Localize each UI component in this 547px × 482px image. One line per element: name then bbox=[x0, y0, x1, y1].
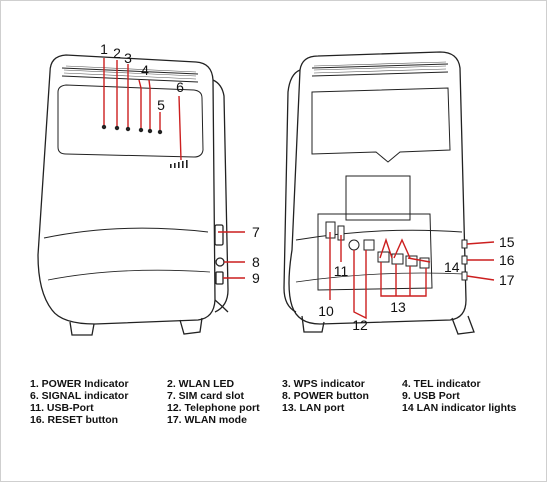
callout-3: 3 bbox=[124, 50, 132, 66]
callout-16: 16 bbox=[499, 252, 515, 268]
legend-item: 11. USB-Port bbox=[30, 402, 94, 414]
legend-item: 14 LAN indicator lights bbox=[402, 402, 517, 414]
signal-bar-icon bbox=[170, 164, 172, 168]
legend-item: 8. POWER button bbox=[282, 390, 369, 402]
callout-5: 5 bbox=[157, 97, 165, 113]
wps-indicator-icon bbox=[125, 126, 131, 132]
legend-item: 17. WLAN mode bbox=[167, 414, 247, 426]
legend-row: 1. POWER Indicator 2. WLAN LED 3. WPS in… bbox=[30, 378, 530, 390]
callout-8: 8 bbox=[252, 254, 260, 270]
callout-4: 4 bbox=[141, 62, 149, 78]
reset-button-icon bbox=[461, 239, 468, 249]
legend-row: 6. SIGNAL indicator 7. SIM card slot 8. … bbox=[30, 390, 530, 402]
legend-item: 7. SIM card slot bbox=[167, 390, 245, 402]
tel-indicator-icon bbox=[147, 128, 153, 134]
callout-9: 9 bbox=[252, 270, 260, 286]
signal-bar-icon bbox=[178, 162, 180, 168]
parts-legend: 1. POWER Indicator 2. WLAN LED 3. WPS in… bbox=[30, 378, 530, 426]
legend-item: 4. TEL indicator bbox=[402, 378, 481, 390]
signal-bar-icon bbox=[174, 163, 176, 168]
tel-indicator-icon bbox=[138, 127, 144, 133]
router-front-view bbox=[37, 54, 229, 336]
legend-item: 1. POWER Indicator bbox=[30, 378, 129, 390]
callout-17: 17 bbox=[499, 272, 515, 288]
front-indicator-icons bbox=[101, 124, 188, 168]
back-vent-lines bbox=[313, 61, 447, 74]
lan-indicator-icon bbox=[157, 129, 163, 135]
legend-item: 16. RESET button bbox=[30, 414, 119, 426]
legend-item: 12. Telephone port bbox=[167, 402, 260, 414]
callout-13: 13 bbox=[390, 299, 406, 315]
legend-row: 16. RESET button 17. WLAN mode bbox=[30, 414, 530, 426]
front-vent-lines bbox=[63, 65, 197, 80]
signal-bar-icon bbox=[182, 161, 184, 168]
callout-12: 12 bbox=[352, 317, 368, 333]
callout-numbers: 1 2 3 4 5 6 7 8 9 10 11 12 13 14 15 16 1… bbox=[100, 41, 515, 333]
legend-item: 6. SIGNAL indicator bbox=[30, 390, 129, 402]
lan-port-icon bbox=[377, 251, 390, 263]
signal-bar-icon bbox=[186, 160, 188, 168]
usb-side-port-icon bbox=[461, 255, 468, 265]
lan-port-icon bbox=[405, 255, 418, 267]
legend-item: 3. WPS indicator bbox=[282, 378, 365, 390]
callout-lines bbox=[103, 58, 495, 320]
power-button-icon bbox=[348, 239, 360, 251]
callout-2: 2 bbox=[113, 45, 121, 61]
wlan-mode-button-icon bbox=[461, 271, 468, 281]
callout-6: 6 bbox=[176, 79, 184, 95]
callout-15: 15 bbox=[499, 234, 515, 250]
callout-7: 7 bbox=[252, 224, 260, 240]
callout-11: 11 bbox=[334, 263, 349, 279]
legend-item: 2. WLAN LED bbox=[167, 378, 235, 390]
legend-row: 11. USB-Port 12. Telephone port 13. LAN … bbox=[30, 402, 530, 414]
router-back-view bbox=[283, 51, 475, 335]
legend-item: 13. LAN port bbox=[282, 402, 345, 414]
power-indicator-icon bbox=[101, 124, 107, 130]
lan-port-icon bbox=[419, 257, 430, 269]
callout-1: 1 bbox=[100, 41, 108, 57]
legend-item: 9. USB Port bbox=[402, 390, 460, 402]
lan-port-icon bbox=[391, 253, 404, 265]
callout-10: 10 bbox=[318, 303, 334, 319]
wlan-led-icon bbox=[114, 125, 120, 131]
callout-14: 14 bbox=[444, 259, 460, 275]
telephone-port-icon bbox=[363, 239, 375, 251]
